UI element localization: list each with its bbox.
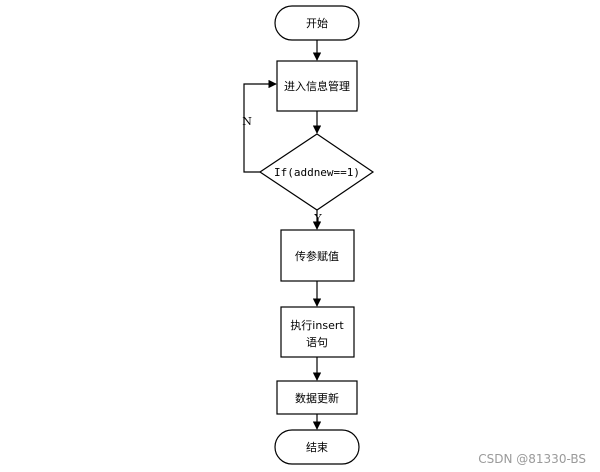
update-label: 数据更新 <box>295 391 339 405</box>
pass-params-label: 传参赋值 <box>295 249 339 263</box>
pass-params-node: 传参赋值 <box>280 229 355 282</box>
insert-label-text: 执行insert <box>290 318 344 332</box>
end-node: 结束 <box>274 429 360 465</box>
insert-node: 执行insert 语句 <box>280 306 355 358</box>
start-label: 开始 <box>306 16 328 30</box>
start-node: 开始 <box>274 5 360 41</box>
update-node: 数据更新 <box>276 380 358 415</box>
insert-label-line2: 语句 <box>306 336 328 349</box>
decision-node: If(addnew==1) <box>258 133 375 211</box>
edge-no-loop <box>243 79 277 173</box>
enter-info-node: 进入信息管理 <box>276 60 358 112</box>
decision-label: If(addnew==1) <box>274 166 360 179</box>
watermark-text: CSDN @81330-BS <box>478 452 586 466</box>
end-label: 结束 <box>306 441 328 454</box>
edge-yes-label: Y <box>313 212 322 225</box>
edge-no-label: N <box>242 115 252 128</box>
enter-info-label: 进入信息管理 <box>284 79 350 93</box>
insert-label-line1: 执行insert <box>290 318 344 332</box>
